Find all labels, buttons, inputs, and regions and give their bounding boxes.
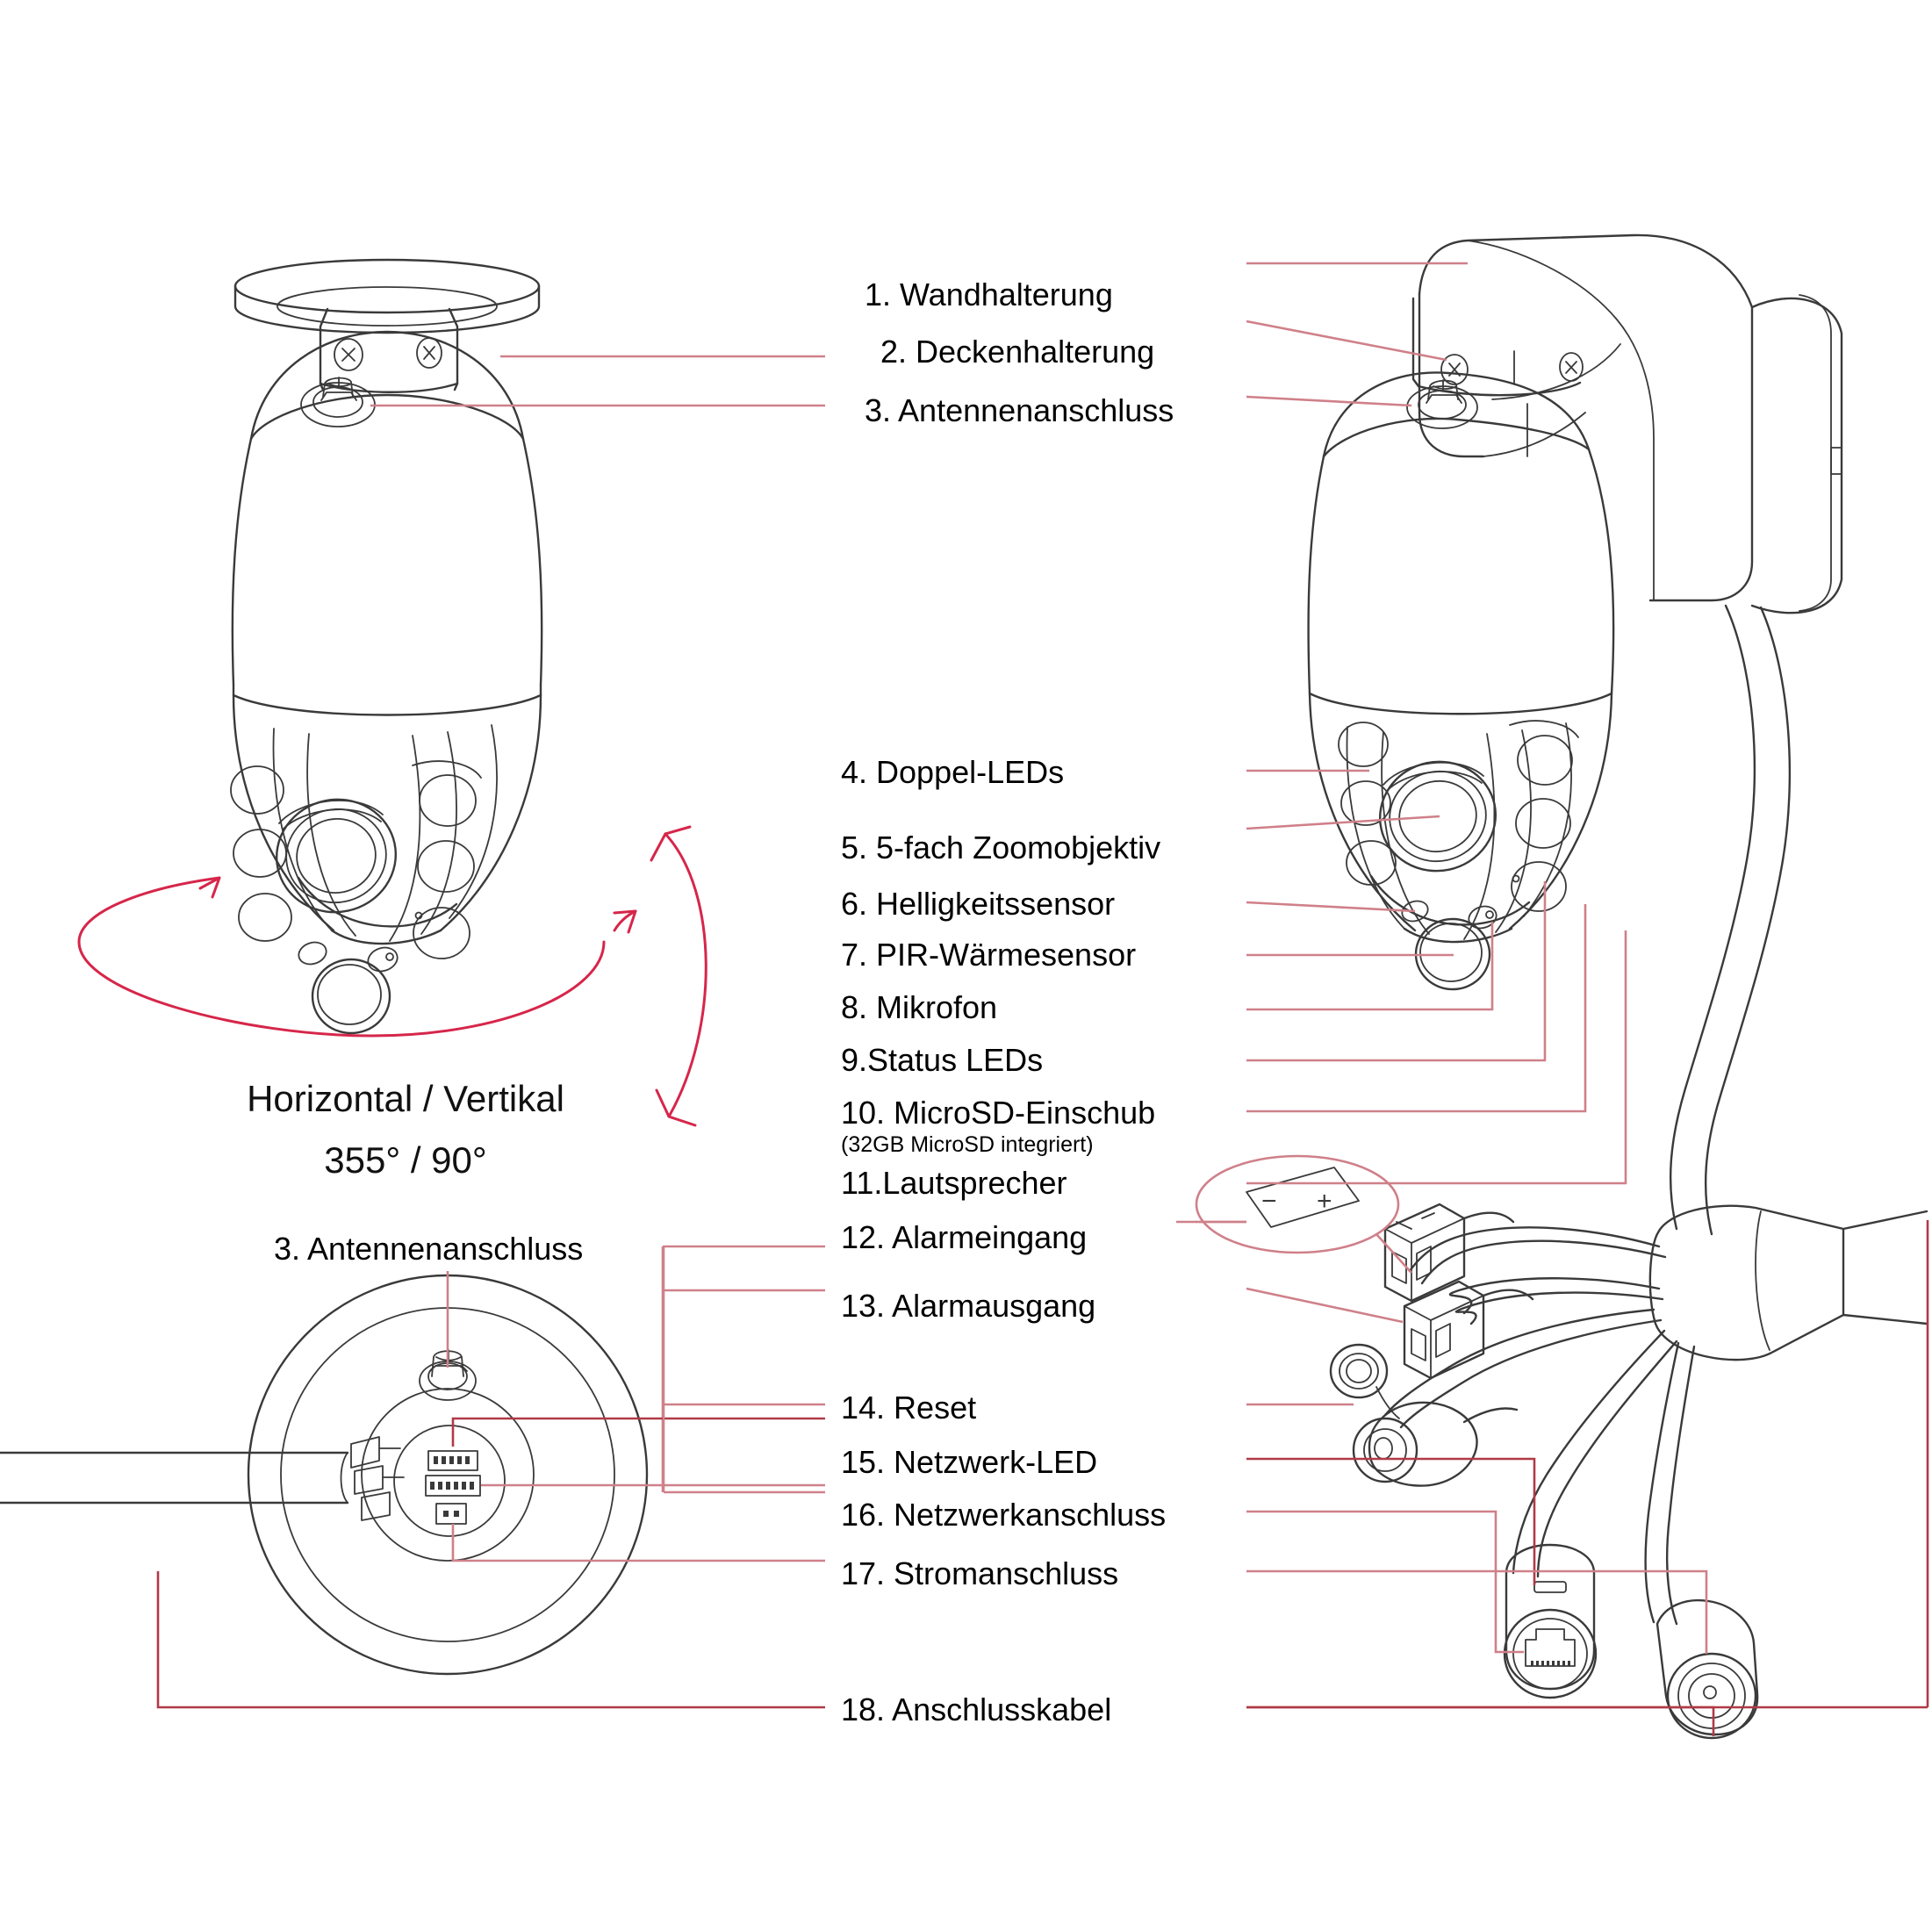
branch-alarm-out-b (1454, 1291, 1664, 1325)
right-zoom-lens (1378, 760, 1497, 873)
right-dome-body (1307, 371, 1615, 932)
mount-screw-left (334, 338, 363, 371)
base-cable-entry (0, 1436, 405, 1521)
branch-power (1644, 1341, 1680, 1624)
label-5-zoomobjektiv: 5. 5-fach Zoomobjektiv (841, 830, 1161, 865)
label-2-deckenhalterung: 2. Deckenhalterung (880, 334, 1155, 370)
reset-button (1329, 1343, 1400, 1419)
mount-screw-right (416, 337, 442, 369)
connector-harness (1195, 1154, 1928, 1740)
branch-reset-b (1399, 1318, 1663, 1429)
mount-neck (319, 307, 459, 393)
label-18-anschlusskabel: 18. Anschlusskabel (841, 1691, 1112, 1727)
power-connector-dc (1655, 1598, 1759, 1740)
horizontal-rotation-indicator (77, 876, 637, 1038)
label-8-mikrofon: 8. Mikrofon (841, 989, 998, 1025)
branch-network (1512, 1329, 1666, 1575)
base-connector-block-network (425, 1475, 481, 1497)
right-mount-screw-right (1559, 352, 1584, 382)
left-lens-shroud (230, 724, 498, 1035)
leader-lines (156, 262, 1929, 1736)
right-lens-shroud (1338, 720, 1579, 991)
vertical-rotation-indicator (650, 825, 707, 1127)
network-connector-rj45 (1503, 1543, 1598, 1699)
cable-boot (1648, 1204, 1928, 1361)
right-status-led-pinhole (1512, 874, 1520, 883)
right-camera-wall-view (1307, 233, 1843, 1236)
label-4-doppel-leds: 4. Doppel-LEDs (841, 754, 1065, 790)
label-13-alarmausgang: 13. Alarmausgang (841, 1288, 1096, 1324)
right-ir-led-column-right (1509, 720, 1579, 912)
ir-led-column-right (412, 760, 482, 959)
polarity-minus-symbol: − (1261, 1187, 1277, 1216)
bottom-view-antenna-label: 3. Antennenanschluss (274, 1231, 584, 1267)
label-3-antennenanschluss: 3. Antennenanschluss (865, 392, 1174, 428)
label-15-netzwerk-led: 15. Netzwerk-LED (841, 1444, 1098, 1480)
rotation-note-horizontal-vertical: Horizontal / Vertikal (247, 1078, 564, 1119)
polarity-detail-callout (1195, 1154, 1412, 1274)
base-connector-block-alarm (427, 1450, 478, 1471)
microphone-port (367, 946, 399, 973)
label-10-sublabel: (32GB MicroSD integriert) (841, 1132, 1094, 1157)
zoom-lens (275, 798, 398, 914)
branch-alarm-in-b (1420, 1239, 1667, 1285)
base-connector-block-power (435, 1503, 467, 1525)
branch-power-b (1665, 1345, 1696, 1626)
branch-alarm-out (1448, 1277, 1661, 1315)
wall-mount-bracket (1418, 233, 1843, 614)
label-11-lautsprecher: 11.Lautsprecher (841, 1165, 1067, 1201)
alarm-input-terminal (1383, 1203, 1515, 1303)
left-camera-ceiling-view (77, 258, 707, 1127)
antenna-connector-right (1406, 379, 1478, 429)
ir-led-column-left (230, 765, 292, 942)
rotation-note-degrees: 355° / 90° (324, 1139, 487, 1181)
alarm-output-terminal (1403, 1280, 1534, 1380)
label-16-netzwerkanschluss: 16. Netzwerkanschluss (841, 1497, 1167, 1533)
branch-alarm-in (1408, 1226, 1661, 1273)
label-6-helligkeitssensor: 6. Helligkeitssensor (841, 886, 1116, 922)
right-ir-led-column-left (1338, 722, 1397, 886)
ceiling-mount-plate (233, 258, 541, 334)
brightness-sensor (298, 941, 327, 966)
main-cable (1669, 604, 1792, 1236)
right-brightness-sensor (1401, 900, 1429, 923)
label-7-pir-waermesensor: 7. PIR-Wärmesensor (841, 937, 1137, 973)
antenna-connector-left (300, 377, 376, 427)
status-led-pinhole (414, 911, 423, 920)
label-12-alarmeingang: 12. Alarmeingang (841, 1219, 1088, 1255)
polarity-plus-symbol: + (1317, 1187, 1332, 1216)
bottom-view-base (0, 1274, 649, 1676)
label-1-wandhalterung: 1. Wandhalterung (865, 277, 1113, 312)
label-14-reset: 14. Reset (841, 1390, 977, 1426)
pir-sensor (311, 958, 391, 1035)
label-17-stromanschluss: 17. Stromanschluss (841, 1555, 1119, 1591)
label-10-microsd-einschub: 10. MicroSD-Einschub (841, 1095, 1156, 1131)
reset-connector-barrel (1352, 1401, 1519, 1487)
branch-reset (1383, 1308, 1655, 1417)
label-9-status-leds: 9.Status LEDs (841, 1042, 1044, 1078)
